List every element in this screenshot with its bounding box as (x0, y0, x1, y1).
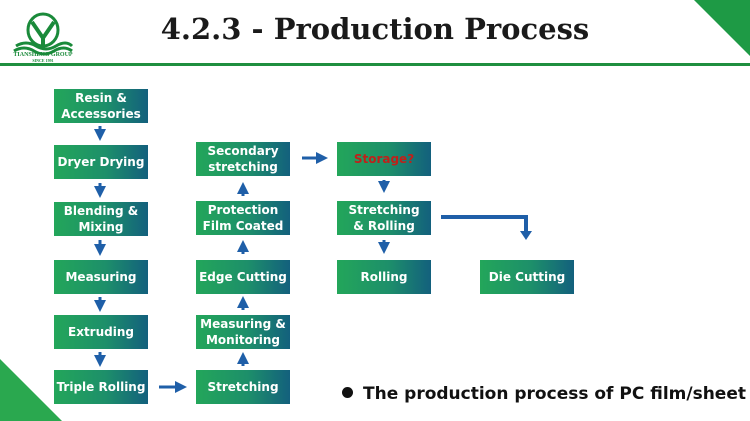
bullet-icon (342, 387, 353, 398)
step-label: Dryer Drying (57, 155, 145, 169)
step-secondary-stretching: Secondary stretching (196, 142, 290, 176)
step-label: Protection Film Coated (202, 203, 284, 233)
step-triple-rolling: Triple Rolling (54, 370, 148, 404)
step-protection-film-coated: Protection Film Coated (196, 201, 290, 235)
step-measuring-monitoring: Measuring & Monitoring (196, 315, 290, 349)
step-label: Stretching (207, 380, 279, 394)
corner-decoration-bottom-left (0, 359, 62, 421)
step-die-cutting: Die Cutting (480, 260, 574, 294)
step-blending-mixing: Blending & Mixing (54, 202, 148, 236)
caption-note: The production process of PC film/sheet (342, 384, 746, 404)
step-label: Triple Rolling (56, 380, 146, 394)
step-label: Edge Cutting (199, 270, 287, 284)
step-rolling: Rolling (337, 260, 431, 294)
step-stretching-rolling: Stretching & Rolling (337, 201, 431, 235)
step-label: Rolling (360, 270, 408, 284)
step-label: Die Cutting (488, 270, 566, 284)
step-label: Measuring & Monitoring (200, 317, 286, 347)
logo-caption: TIANSHENG GROUP SINCE 1991 (10, 52, 76, 64)
step-measuring: Measuring (54, 260, 148, 294)
step-label: Secondary stretching (207, 144, 279, 174)
company-logo (13, 12, 74, 56)
step-label: Stretching & Rolling (348, 203, 420, 233)
step-stretching: Stretching (196, 370, 290, 404)
step-dryer-drying: Dryer Drying (54, 145, 148, 179)
step-label: Storage? (353, 152, 415, 166)
step-resin-accessories: Resin & Accessories (54, 89, 148, 123)
step-extruding: Extruding (54, 315, 148, 349)
logo-name: TIANSHENG GROUP (13, 52, 73, 58)
arrow-stretchroll-diecut (441, 215, 528, 231)
step-storage: Storage? (337, 142, 431, 176)
caption-text: The production process of PC film/sheet (363, 384, 746, 404)
step-label: Measuring (65, 270, 137, 284)
step-label: Resin & Accessories (61, 91, 141, 121)
arrow-diecut-head (520, 231, 532, 240)
logo-since: SINCE 1991 (32, 58, 54, 63)
page-title: 4.2.3 - Production Process (160, 12, 590, 46)
step-label: Extruding (68, 325, 134, 339)
step-edge-cutting: Edge Cutting (196, 260, 290, 294)
corner-decoration-top-right (694, 0, 750, 56)
title-divider (0, 63, 750, 66)
step-label: Blending & Mixing (63, 204, 139, 234)
